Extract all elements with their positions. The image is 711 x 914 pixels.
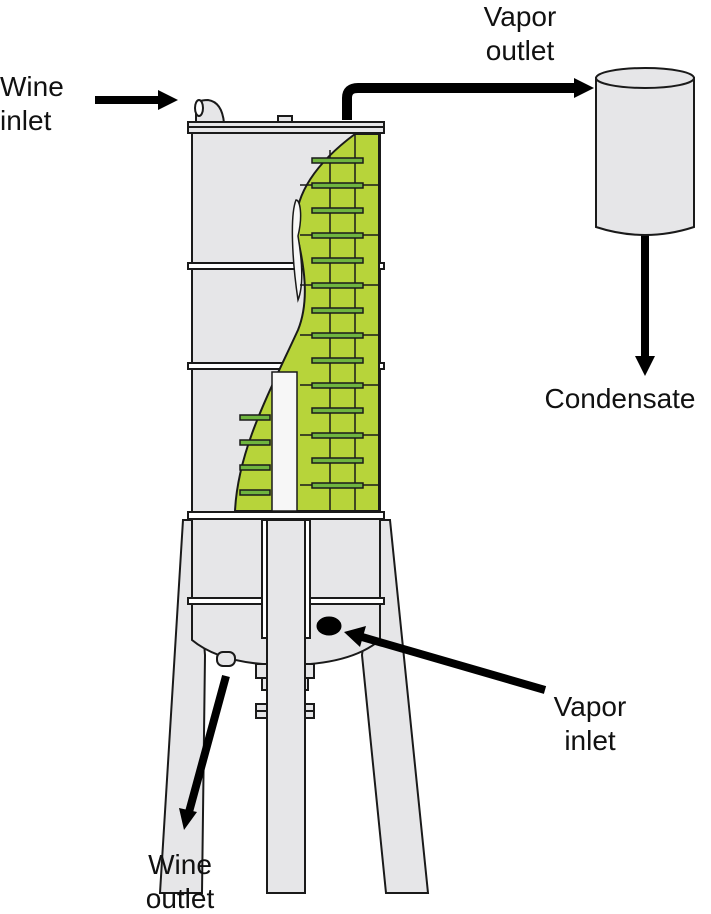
tray (239, 414, 271, 421)
label-line: Vapor (553, 691, 627, 722)
tray (311, 457, 364, 464)
tray (311, 482, 364, 489)
label-line: inlet (564, 725, 616, 756)
tray (311, 232, 364, 239)
vapor-outlet-label: Vapor outlet (460, 0, 580, 68)
condensate-label: Condensate (544, 383, 696, 414)
tray (311, 332, 364, 339)
tray (311, 282, 364, 289)
vapor-inlet-port (316, 616, 342, 636)
tray (311, 307, 364, 314)
vapor-inlet-label: Vapor inlet (540, 690, 640, 758)
wine-outlet-nozzle (216, 651, 236, 667)
bottom-ring (187, 511, 385, 520)
wine-inlet-arrowhead (158, 90, 178, 110)
center-leg (266, 519, 306, 894)
tray (311, 382, 364, 389)
tray (311, 407, 364, 414)
vapor-outlet-pipe (342, 83, 575, 120)
label-line: outlet (485, 35, 555, 66)
label-line: Vapor (483, 1, 557, 32)
tray (239, 489, 271, 496)
body-ring-1 (187, 262, 385, 270)
tray (311, 357, 364, 364)
downcomer (271, 371, 298, 512)
tray (311, 207, 364, 214)
tray (311, 432, 364, 439)
label-line: outlet (145, 883, 215, 914)
tray (311, 182, 364, 189)
tray (239, 464, 271, 471)
label-line: Wine (0, 71, 64, 102)
condenser (595, 67, 695, 236)
wine-inlet-label: Wine inlet (0, 70, 80, 138)
tray (239, 439, 271, 446)
wine-outlet-label: Wine outlet (130, 848, 230, 914)
tray (311, 257, 364, 264)
tray (311, 157, 364, 164)
label-line: inlet (0, 105, 52, 136)
label-line: Wine (148, 849, 212, 880)
